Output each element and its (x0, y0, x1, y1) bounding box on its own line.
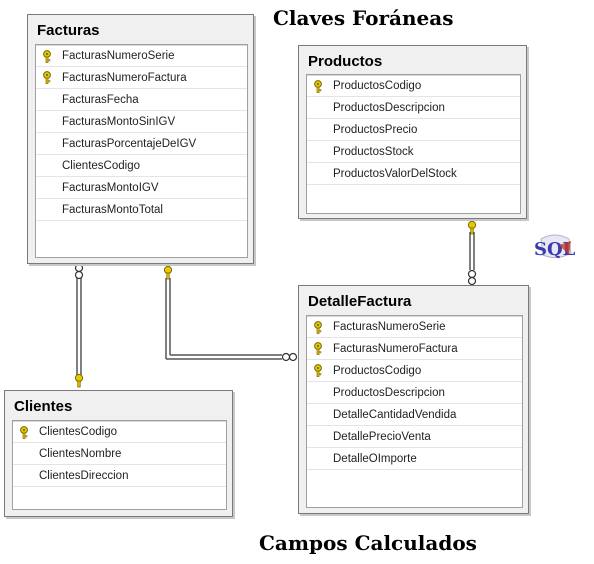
column-row[interactable]: DetalleOImporte (307, 448, 522, 470)
column-row[interactable]: ProductosStock (307, 141, 520, 163)
column-name: FacturasNumeroSerie (62, 50, 175, 62)
one-end-key-icon (467, 220, 477, 235)
column-name: FacturasPorcentajeDeIGV (62, 137, 197, 150)
row-selector (36, 133, 58, 154)
column-row[interactable]: FacturasMontoSinIGV (36, 111, 247, 133)
relationship-facturas-detalle[interactable] (165, 278, 298, 362)
primary-key-icon (36, 46, 58, 66)
column-name: ProductosCodigo (333, 80, 422, 92)
column-row[interactable]: ProductosDescripcion (307, 382, 522, 404)
column-name: FacturasNumeroSerie (333, 321, 446, 333)
row-selector (36, 89, 58, 110)
column-name: ClientesCodigo (62, 159, 140, 172)
column-row[interactable]: DetallePrecioVenta (307, 426, 522, 448)
column-name: ProductosStock (333, 145, 414, 158)
relationship-clientes-facturas[interactable] (74, 263, 84, 377)
column-row[interactable]: FacturasNumeroSerie (36, 45, 247, 67)
column-name: DetalleOImporte (333, 452, 417, 465)
column-name: DetallePrecioVenta (333, 430, 431, 443)
primary-key-icon (307, 76, 329, 96)
many-end-icon (74, 270, 84, 280)
primary-key-icon (13, 422, 35, 442)
column-name: ProductosDescripcion (333, 101, 445, 114)
column-name: FacturasMontoSinIGV (62, 115, 176, 128)
many-end-icon (74, 263, 84, 273)
relationship-productos-detalle[interactable] (467, 232, 477, 286)
column-row[interactable]: FacturasNumeroFactura (36, 67, 247, 89)
table-title: Facturas (37, 22, 100, 39)
row-selector (307, 119, 329, 140)
many-end-icon (467, 276, 477, 286)
column-name: DetalleCantidadVendida (333, 408, 457, 421)
column-name: ProductosPrecio (333, 123, 418, 136)
column-row[interactable]: ProductosCodigo (307, 75, 520, 97)
table-title: DetalleFactura (308, 293, 412, 310)
column-row[interactable]: ClientesNombre (13, 443, 226, 465)
column-row[interactable]: DetalleCantidadVendida (307, 404, 522, 426)
sql-server-logo-icon: SQL (531, 231, 576, 272)
column-row[interactable]: ClientesDireccion (13, 465, 226, 487)
row-selector (307, 97, 329, 118)
row-selector (36, 111, 58, 132)
one-end-key-icon (74, 373, 84, 388)
row-selector (307, 163, 329, 184)
column-name: ProductosDescripcion (333, 386, 445, 399)
primary-key-icon (307, 338, 329, 359)
row-selector (307, 404, 329, 425)
primary-key-icon (307, 360, 329, 381)
row-selector (36, 155, 58, 176)
row-selector (307, 382, 329, 403)
one-end-key-icon (163, 265, 173, 280)
column-name: ClientesNombre (39, 447, 122, 460)
column-row[interactable]: ProductosDescripcion (307, 97, 520, 119)
column-row[interactable]: FacturasFecha (36, 89, 247, 111)
column-name: ProductosCodigo (333, 364, 422, 377)
column-row[interactable]: FacturasNumeroFactura (307, 338, 522, 360)
column-row[interactable]: FacturasMontoTotal (36, 199, 247, 221)
row-selector (307, 426, 329, 447)
row-selector (36, 199, 58, 220)
column-row[interactable]: FacturasNumeroSerie (307, 316, 522, 338)
column-row[interactable]: ProductosCodigo (307, 360, 522, 382)
column-name: FacturasMontoIGV (62, 181, 159, 194)
column-row[interactable]: ProductosValorDelStock (307, 163, 520, 185)
column-name: FacturasMontoTotal (62, 203, 163, 216)
column-name: FacturasFecha (62, 93, 139, 106)
row-selector (13, 465, 35, 486)
column-row[interactable]: ClientesCodigo (13, 421, 226, 443)
primary-key-icon (307, 317, 329, 337)
row-selector (13, 443, 35, 464)
column-name: ClientesCodigo (39, 426, 117, 438)
row-selector (307, 448, 329, 469)
table-title: Clientes (14, 398, 73, 415)
column-name: ProductosValorDelStock (333, 167, 457, 180)
many-end-icon (281, 352, 291, 362)
column-name: ClientesDireccion (39, 469, 129, 482)
row-selector (36, 177, 58, 198)
row-selector (307, 141, 329, 162)
column-row[interactable]: ClientesCodigo (36, 155, 247, 177)
many-end-icon (467, 269, 477, 279)
diagram-title: Claves Foráneas (273, 6, 454, 30)
many-end-icon (288, 352, 298, 362)
diagram-subtitle: Campos Calculados (259, 531, 477, 555)
column-row[interactable]: FacturasPorcentajeDeIGV (36, 133, 247, 155)
column-row[interactable]: FacturasMontoIGV (36, 177, 247, 199)
table-title: Productos (308, 53, 383, 70)
column-row[interactable]: ProductosPrecio (307, 119, 520, 141)
column-name: FacturasNumeroFactura (62, 71, 187, 84)
primary-key-icon (36, 67, 58, 88)
column-name: FacturasNumeroFactura (333, 342, 458, 355)
